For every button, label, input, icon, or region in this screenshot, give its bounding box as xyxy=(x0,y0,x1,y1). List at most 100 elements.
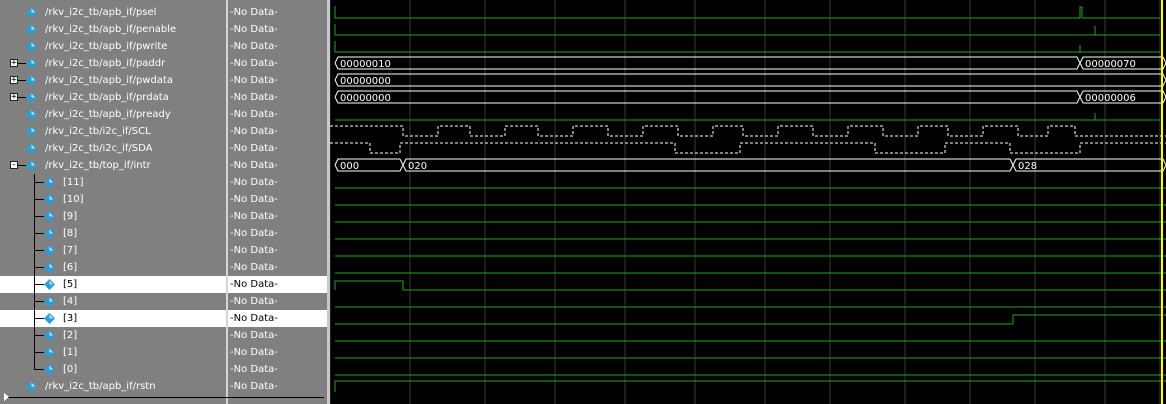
signal-row[interactable]: [3] xyxy=(0,310,226,327)
signal-name: /rkv_i2c_tb/apb_if/rstn xyxy=(45,381,156,392)
signal-value: -No Data- xyxy=(230,24,278,35)
signal-row[interactable]: +/rkv_i2c_tb/apb_if/pwdata xyxy=(0,72,226,89)
signal-name: [7] xyxy=(63,245,78,256)
intr-bus-segment xyxy=(1012,158,1166,172)
collapse-icon[interactable]: - xyxy=(10,160,18,170)
signal-row[interactable]: [11] xyxy=(0,174,226,191)
signal-diamond-icon xyxy=(44,279,55,290)
tree-connector xyxy=(34,352,44,353)
intr-bit-trace xyxy=(334,280,1166,291)
signal-row[interactable]: - /rkv_i2c_tb/top_if/intr xyxy=(0,157,226,174)
tree-connector xyxy=(18,63,26,64)
signal-diamond-icon xyxy=(26,109,37,120)
signal-value: -No Data- xyxy=(230,41,278,52)
signal-name: [8] xyxy=(63,228,78,239)
pwrite-trace xyxy=(334,41,1160,53)
signal-row[interactable]: /rkv_i2c_tb/apb_if/psel xyxy=(0,4,226,21)
signal-value: -No Data- xyxy=(230,7,278,18)
intr-bit-trace xyxy=(335,314,1166,325)
signal-diamond-icon xyxy=(44,245,55,256)
signal-value: -No Data- xyxy=(230,160,278,171)
signal-name: /rkv_i2c_tb/i2c_if/SCL xyxy=(45,126,151,137)
signal-name: /rkv_i2c_tb/apb_if/pwrite xyxy=(45,41,168,52)
signal-diamond-icon xyxy=(26,41,37,52)
signal-diamond-icon xyxy=(44,194,55,205)
signal-row[interactable]: [1] xyxy=(0,344,226,361)
signal-row[interactable]: + /rkv_i2c_tb/apb_if/prdata xyxy=(0,89,226,106)
signal-diamond-icon xyxy=(26,143,37,154)
signal-row[interactable]: /rkv_i2c_tb/apb_if/penable xyxy=(0,21,226,38)
signal-diamond-icon xyxy=(26,126,37,137)
signal-name: [6] xyxy=(63,262,78,273)
signal-diamond-icon xyxy=(26,75,37,86)
signal-row[interactable]: [5] xyxy=(0,276,226,293)
signal-row[interactable]: +/rkv_i2c_tb/apb_if/paddr xyxy=(0,55,226,72)
signal-name: [2] xyxy=(63,330,78,341)
signal-diamond-icon xyxy=(44,347,55,358)
paddr-bus-segment xyxy=(334,56,1081,70)
signal-row[interactable]: /rkv_i2c_tb/i2c_if/SDA xyxy=(0,140,226,157)
signal-value: -No Data- xyxy=(230,58,278,69)
signal-row[interactable]: [7] xyxy=(0,242,226,259)
signal-row[interactable]: /rkv_i2c_tb/i2c_if/SCL xyxy=(0,123,226,140)
tree-connector xyxy=(34,301,44,302)
signal-row[interactable]: [4] xyxy=(0,293,226,310)
pane-divider-names-values[interactable] xyxy=(226,0,228,404)
tree-connector xyxy=(34,369,44,370)
signal-name: /rkv_i2c_tb/apb_if/pready xyxy=(45,109,171,120)
tree-connector xyxy=(34,284,44,285)
signal-value: -No Data- xyxy=(230,177,278,188)
signal-row[interactable]: [6] xyxy=(0,259,226,276)
signal-diamond-icon xyxy=(44,296,55,307)
signal-row[interactable]: [8] xyxy=(0,225,226,242)
signal-value: -No Data- xyxy=(230,109,278,120)
tree-connector xyxy=(18,80,26,81)
signal-value: -No Data- xyxy=(230,75,278,86)
tree-connector xyxy=(34,318,44,319)
pane-divider-values-wave[interactable] xyxy=(327,0,330,404)
signal-value: -No Data- xyxy=(230,364,278,375)
signal-diamond-icon xyxy=(44,228,55,239)
name-pane-bottom-rule xyxy=(8,397,324,398)
signal-value: -No Data- xyxy=(230,143,278,154)
prdata-bus-segment xyxy=(334,90,1081,104)
pready-trace xyxy=(335,113,1160,121)
paddr-bus-segment xyxy=(1079,56,1166,70)
expand-icon[interactable]: + xyxy=(10,92,18,102)
signal-row[interactable]: [10] xyxy=(0,191,226,208)
signal-value: -No Data- xyxy=(230,228,278,239)
signal-name-pane: /rkv_i2c_tb/apb_if/psel/rkv_i2c_tb/apb_i… xyxy=(0,0,226,404)
tree-connector xyxy=(34,182,44,183)
signal-name: [10] xyxy=(63,194,84,205)
signal-row[interactable]: [9] xyxy=(0,208,226,225)
prdata-bus-segment xyxy=(1079,90,1166,104)
signal-value: -No Data- xyxy=(230,330,278,341)
signal-row[interactable]: /rkv_i2c_tb/apb_if/pwrite xyxy=(0,38,226,55)
signal-row[interactable]: /rkv_i2c_tb/apb_if/rstn xyxy=(0,378,226,395)
signal-row[interactable]: [2] xyxy=(0,327,226,344)
signal-name: [0] xyxy=(63,364,78,375)
signal-diamond-icon xyxy=(26,92,37,103)
sda-trace xyxy=(330,142,1166,154)
expand-icon[interactable]: + xyxy=(10,75,18,85)
signal-diamond-icon xyxy=(44,364,55,375)
signal-diamond-icon xyxy=(26,24,37,35)
signal-diamond-icon xyxy=(26,58,37,69)
signal-name: /rkv_i2c_tb/i2c_if/SDA xyxy=(45,143,153,154)
tree-connector xyxy=(34,250,44,251)
signal-name: /rkv_i2c_tb/apb_if/prdata xyxy=(45,92,169,103)
signal-row[interactable]: /rkv_i2c_tb/apb_if/pready xyxy=(0,106,226,123)
signal-value: -No Data- xyxy=(230,126,278,137)
signal-diamond-icon xyxy=(44,262,55,273)
signal-row[interactable]: [0] xyxy=(0,361,226,378)
tree-connector xyxy=(18,165,26,166)
prdata-bus-label: 00000006 xyxy=(1085,93,1136,104)
signal-name: /rkv_i2c_tb/top_if/intr xyxy=(45,160,151,171)
signal-value: -No Data- xyxy=(230,211,278,222)
pwdata-bus-label: 00000000 xyxy=(340,76,391,87)
rstn-trace xyxy=(334,380,1166,392)
signal-name: [4] xyxy=(63,296,78,307)
expand-icon[interactable]: + xyxy=(10,58,18,68)
